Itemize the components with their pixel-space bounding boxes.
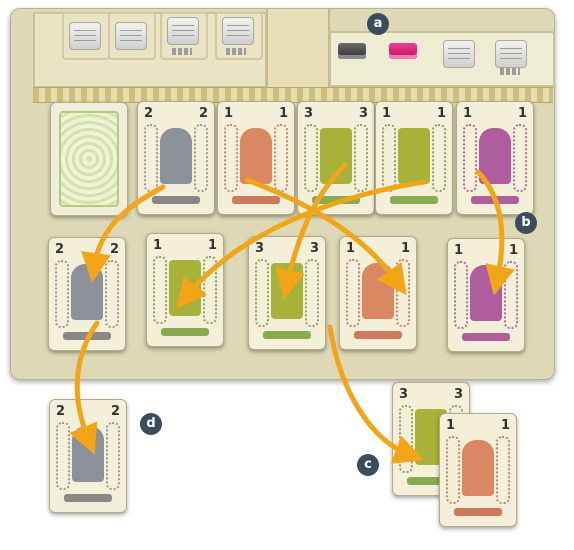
marker-a-badge: a	[367, 13, 389, 35]
arrow-to-c	[330, 327, 410, 455]
marker-d-badge: d	[140, 413, 162, 435]
arrow-pink-down	[478, 172, 502, 281]
arrow-grey-down	[94, 187, 163, 268]
marker-c-badge: c	[357, 454, 379, 476]
arrow-to-d	[77, 323, 97, 441]
arrow-green-left	[186, 182, 424, 297]
marker-b-badge: b	[515, 212, 537, 234]
